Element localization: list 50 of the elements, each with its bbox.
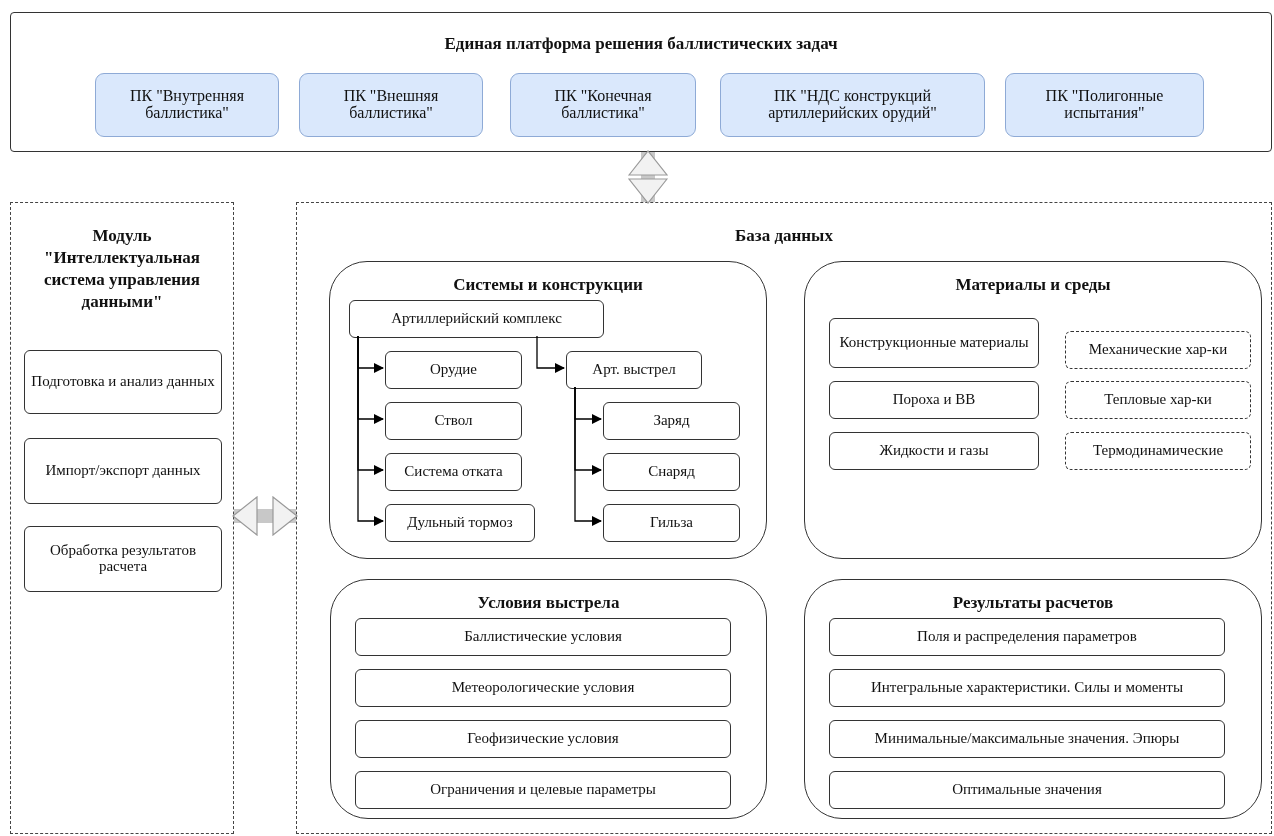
item-box: Метеорологические условия [355, 669, 731, 707]
module-panel [10, 202, 234, 834]
item-box: Интегральные характеристики. Силы и моменты [829, 669, 1225, 707]
group-title: Материалы и среды [955, 274, 1111, 296]
module-box: ПК "Внутренняя баллистика" [95, 73, 279, 137]
item-box: Жидкости и газы [829, 432, 1039, 470]
property-box: Тепловые хар-ки [1065, 381, 1251, 419]
panel-title: База данных [735, 225, 833, 247]
item-box: Геофизические условия [355, 720, 731, 758]
platform-panel [10, 12, 1272, 152]
item-box: Гильза [603, 504, 740, 542]
item-box: Орудие [385, 351, 522, 389]
group-title: Условия выстрела [477, 592, 620, 614]
group-title: Системы и конструкции [453, 274, 643, 296]
item-box: Артиллерийский комплекс [349, 300, 604, 338]
category-panel [804, 261, 1262, 559]
module-box: ПК "Полигонные испытания" [1005, 73, 1204, 137]
group-title: Результаты расчетов [952, 592, 1114, 614]
category-panel [329, 261, 767, 559]
item-box: Баллистические условия [355, 618, 731, 656]
property-box: Механические хар-ки [1065, 331, 1251, 369]
item-box: Пороха и ВВ [829, 381, 1039, 419]
double-arrow [232, 496, 298, 536]
item-box: Ствол [385, 402, 522, 440]
arrow [574, 386, 602, 526]
database-panel [296, 202, 1272, 834]
item-box: Минимальные/максимальные значения. Эпюры [829, 720, 1225, 758]
item-box: Импорт/экспорт данных [24, 438, 222, 504]
platform-title: Единая платформа решения баллистических задач [444, 33, 838, 55]
module-title: Модуль "Интеллектуальная система управления данными" [42, 225, 202, 314]
arrow [536, 335, 565, 373]
property-box: Термодинамические [1065, 432, 1251, 470]
item-box: Поля и распределения параметров [829, 618, 1225, 656]
item-box: Снаряд [603, 453, 740, 491]
double-arrow [628, 150, 668, 204]
category-panel [804, 579, 1262, 819]
item-box: Заряд [603, 402, 740, 440]
item-box: Конструкционные материалы [829, 318, 1039, 368]
item-box: Арт. выстрел [566, 351, 702, 389]
item-box: Оптимальные значения [829, 771, 1225, 809]
arrow [357, 335, 384, 526]
module-box: ПК "НДС конструкций артиллерийских орудий" [720, 73, 985, 137]
item-box: Ограничения и целевые параметры [355, 771, 731, 809]
category-panel [330, 579, 767, 819]
item-box: Дульный тормоз [385, 504, 535, 542]
module-box: ПК "Конечная баллистика" [510, 73, 696, 137]
item-box: Система отката [385, 453, 522, 491]
item-box: Подготовка и анализ данных [24, 350, 222, 414]
item-box: Обработка результатов расчета [24, 526, 222, 592]
module-box: ПК "Внешняя баллистика" [299, 73, 483, 137]
